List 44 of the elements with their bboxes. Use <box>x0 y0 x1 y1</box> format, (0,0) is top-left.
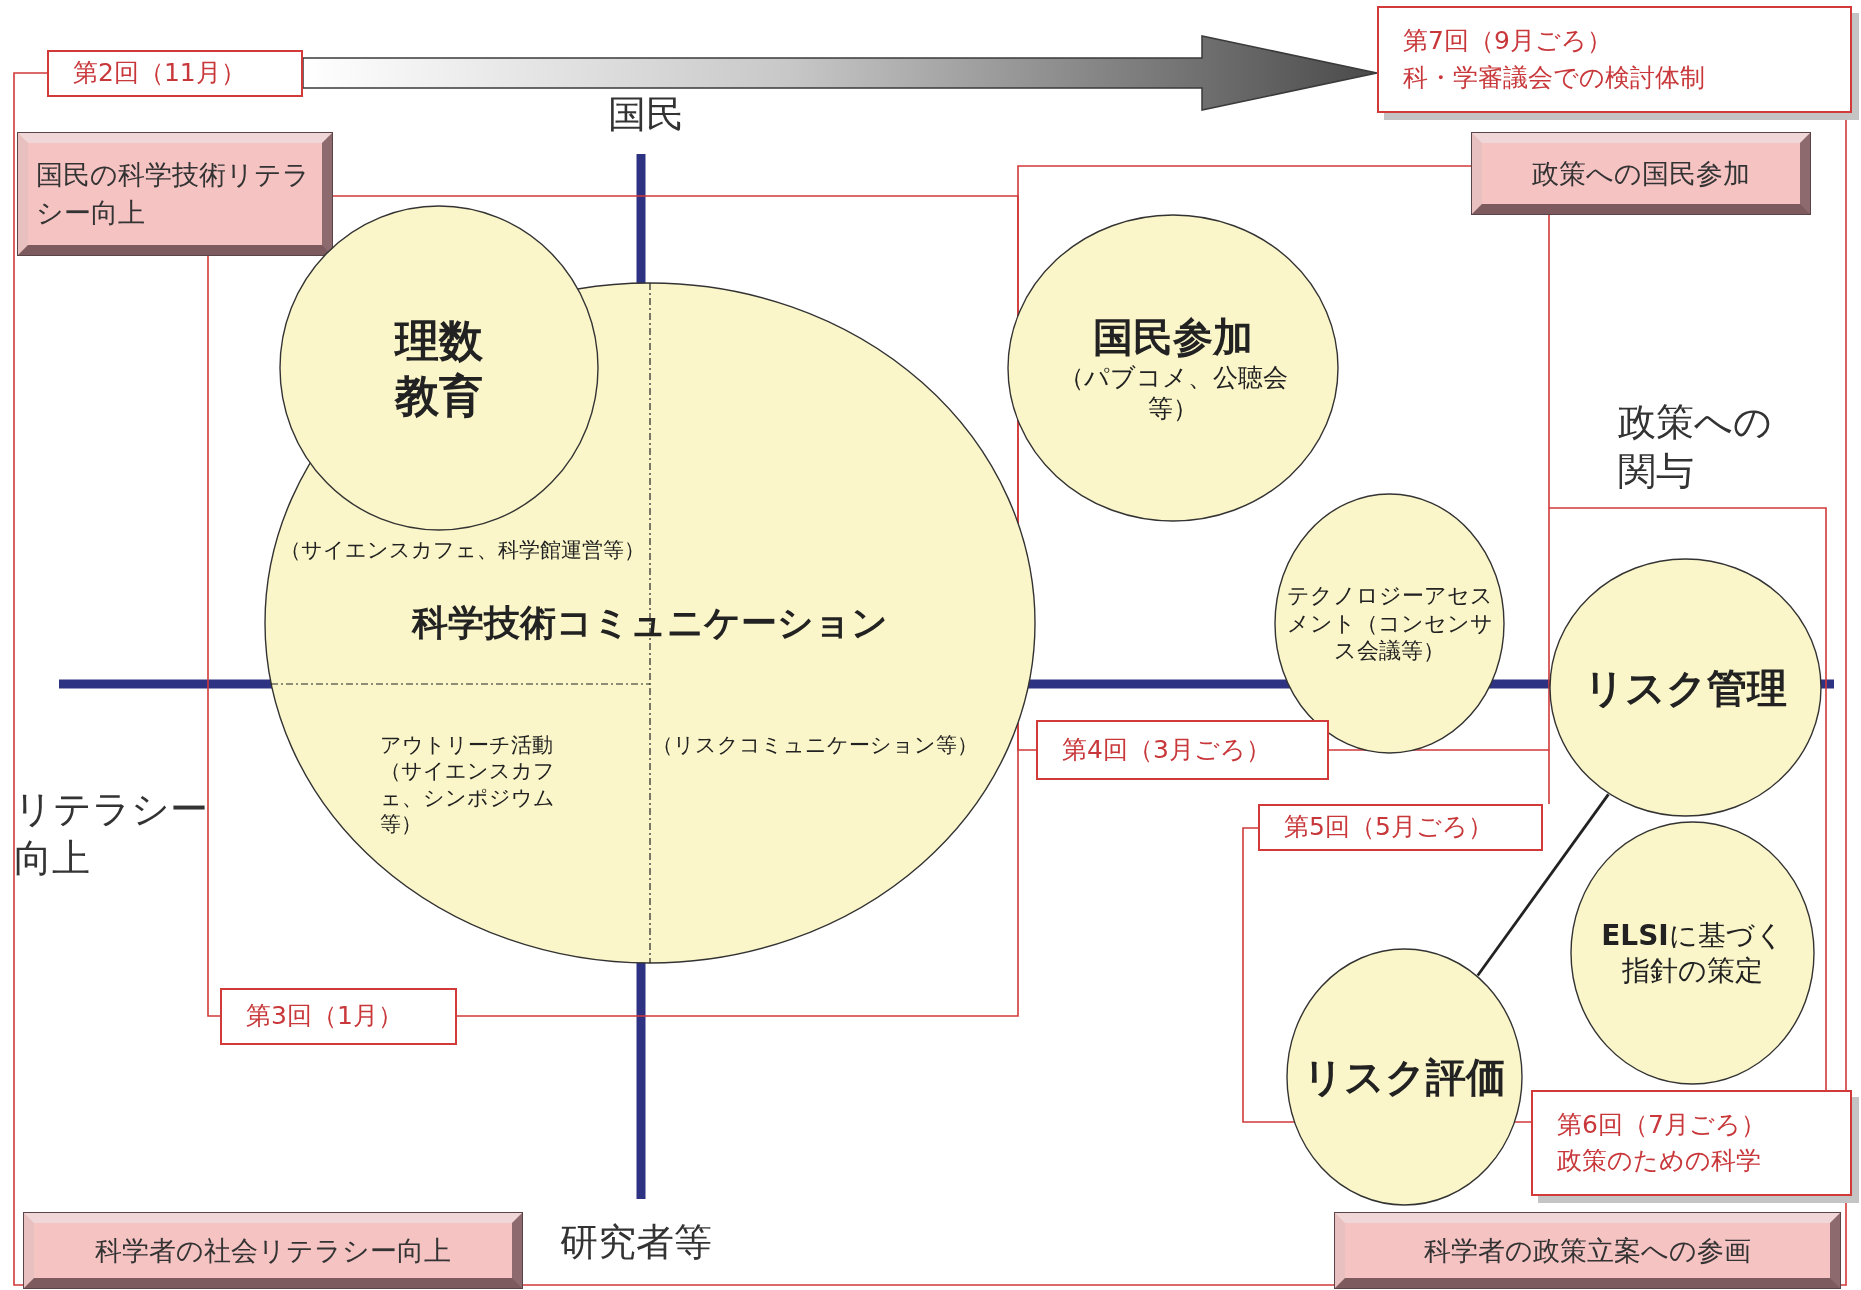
session-label: 政策のための科学 <box>1557 1145 1762 1177</box>
theme-box <box>18 133 332 255</box>
node-label: 理数教育 <box>393 314 484 423</box>
session-box <box>1258 804 1543 851</box>
node-label: 国民の科学技術リテラシー向上 <box>36 158 311 230</box>
session-label: 第2回（11月） <box>73 57 247 90</box>
theme-box <box>1335 1213 1840 1288</box>
node-label: （サイエンスカフェ、科学館運営等） <box>280 537 646 564</box>
session-label: 第3回（1月） <box>246 1000 404 1033</box>
topic-circle <box>1274 493 1505 754</box>
axis-label: リテラシー向上 <box>14 786 209 883</box>
session-label: 第5回（5月ごろ） <box>1284 811 1494 844</box>
node-label: （リスクコミュニケーション等） <box>652 732 979 759</box>
connector-line <box>1476 793 1610 977</box>
node-label: 政策への国民参加 <box>1532 156 1750 191</box>
topic-circle <box>1570 821 1815 1085</box>
node-label: 科学者の社会リテラシー向上 <box>95 1233 451 1268</box>
block-arrow <box>302 35 1378 111</box>
node-label: リスク管理 <box>1583 663 1788 713</box>
session-label: 第7回（9月ごろ） <box>1403 25 1613 58</box>
theme-box <box>1472 133 1810 214</box>
topic-circle <box>279 205 599 531</box>
topic-circle <box>1549 558 1822 817</box>
node-label: テクノロジーアセスメント（コンセンサス会議等） <box>1285 582 1494 665</box>
axis-label: 研究者等 <box>560 1219 712 1266</box>
session-box <box>47 50 303 97</box>
node-label: （パブコメ、公聴会等） <box>1057 361 1289 425</box>
theme-box <box>24 1213 522 1288</box>
session-box <box>1036 720 1329 780</box>
session-label: 第6回（7月ごろ） <box>1557 1108 1767 1141</box>
session-box <box>220 988 457 1045</box>
axis-label: 政策への関与 <box>1618 399 1773 496</box>
topic-circle <box>1286 948 1523 1206</box>
session-label: 第4回（3月ごろ） <box>1062 733 1272 766</box>
node-label: 国民参加 <box>1092 312 1254 362</box>
node-label: 科学者の政策立案への参画 <box>1424 1233 1751 1268</box>
topic-circle <box>264 282 1036 964</box>
node-label: アウトリーチ活動（サイエンスカフェ、シンポジウム等） <box>380 732 556 837</box>
node-label: ELSIに基づく指針の策定 <box>1600 918 1785 988</box>
axis-label: 国民 <box>608 91 684 138</box>
session-label: 科・学審議会での検討体制 <box>1403 61 1706 94</box>
node-label: リスク評価 <box>1302 1053 1507 1102</box>
node-label: 科学技術コミュニケーション <box>410 601 889 645</box>
topic-circle <box>1007 214 1339 522</box>
